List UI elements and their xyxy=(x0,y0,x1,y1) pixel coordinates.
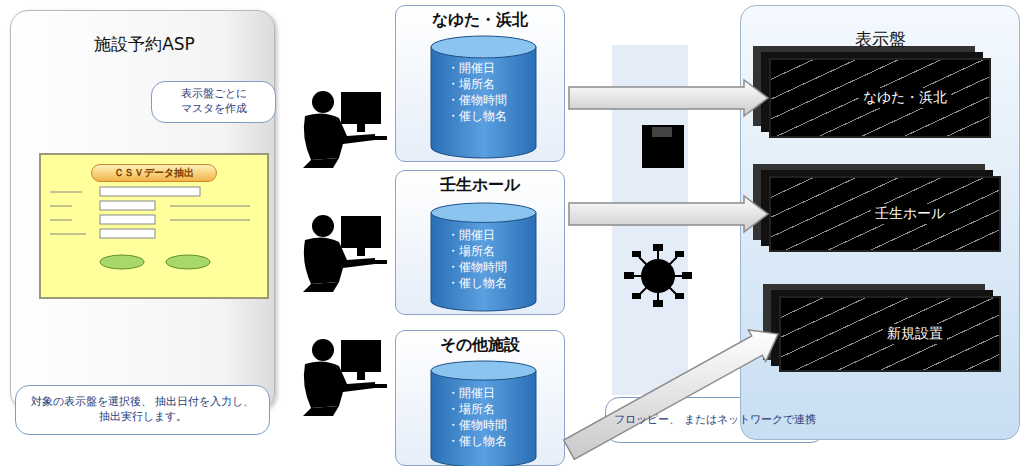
list-item: ・場所名 xyxy=(447,401,528,417)
note-callout: 表示盤ごとに マスタを作成 xyxy=(151,81,276,123)
operator-figure xyxy=(303,339,387,416)
note-callout: 対象の表示盤を選択後、 抽出日付を入力し、抽出実行します。 xyxy=(15,385,270,435)
list-item: ・場所名 xyxy=(447,243,528,259)
list-item: ・催物時間 xyxy=(447,92,528,108)
form-buttons xyxy=(100,255,210,269)
list-item: ・催物時間 xyxy=(447,417,528,433)
operator-figure xyxy=(303,215,387,292)
node-text: 壬生ホール xyxy=(396,175,564,196)
display-board: 新規設置 xyxy=(779,296,1001,372)
node-text: なゆた・浜北 xyxy=(396,10,564,31)
form-fields xyxy=(50,187,250,238)
block-arrow xyxy=(569,196,768,232)
list-item: ・場所名 xyxy=(447,76,528,92)
facility-box: 壬生ホール・開催日・場所名・催物時間・催し物名 xyxy=(395,170,565,315)
node-text: 対象の表示盤を選択後、 抽出日付を入力し、抽出実行します。 xyxy=(24,395,261,425)
node-text: なゆた・浜北 xyxy=(859,88,951,108)
facility-box: なゆた・浜北・開催日・場所名・催物時間・催し物名 xyxy=(395,5,565,162)
floppy-icon xyxy=(642,125,684,168)
display-board: 壬生ホール xyxy=(769,176,1001,252)
list-item: ・催し物名 xyxy=(447,108,528,124)
block-arrow xyxy=(564,330,778,459)
node-text: その他施設 xyxy=(396,335,564,356)
network-icon xyxy=(624,244,692,307)
list-item: ・催し物名 xyxy=(447,275,528,291)
node-text: ・開催日 xyxy=(447,227,528,243)
node-text: 表示盤 xyxy=(741,28,1019,51)
node-text: ・開催日 xyxy=(447,60,528,76)
node-text: 壬生ホール xyxy=(871,204,949,224)
node-text: ＣＳＶデータ抽出 xyxy=(91,164,217,182)
data-cylinder: ・開催日・場所名・催物時間・催し物名 xyxy=(431,361,536,466)
node-text: 表示盤ごとに マスタを作成 xyxy=(160,87,267,117)
node-text: フロッピー、 またはネットワークで連携 xyxy=(614,413,816,428)
facility-box: その他施設・開催日・場所名・催物時間・催し物名 xyxy=(395,330,565,466)
screen-window: ＣＳＶデータ抽出 xyxy=(39,153,269,299)
node-text: 施設予約ASP xyxy=(11,33,274,56)
display-board: なゆた・浜北 xyxy=(769,58,991,138)
data-cylinder: ・開催日・場所名・催物時間・催し物名 xyxy=(431,203,536,311)
data-cylinder: ・開催日・場所名・催物時間・催し物名 xyxy=(431,36,536,158)
block-arrow xyxy=(569,80,768,116)
node-text: ・開催日 xyxy=(447,385,528,401)
node-text: 新規設置 xyxy=(883,324,947,344)
display-panel: 表示盤なゆた・浜北壬生ホール新規設置 xyxy=(740,5,1020,440)
list-item: ・催し物名 xyxy=(447,433,528,449)
operator-figure xyxy=(303,91,387,168)
list-item: ・催物時間 xyxy=(447,259,528,275)
